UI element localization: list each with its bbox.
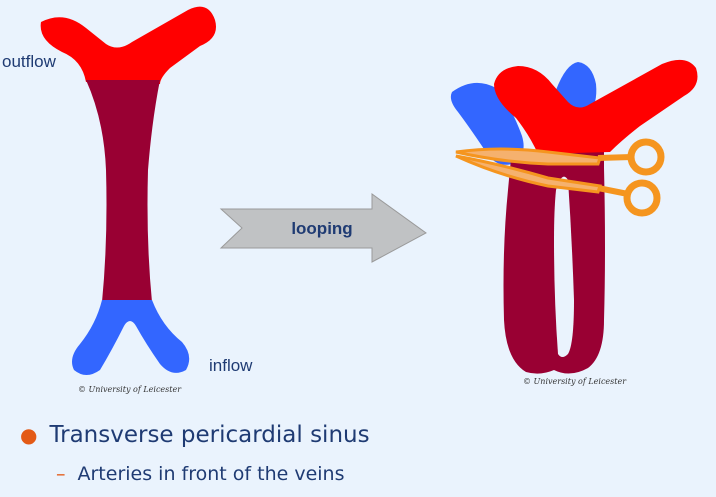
inflow-vein-left: [72, 300, 190, 375]
scissors-blade-upper: [455, 147, 603, 166]
straight-heart-tube: [40, 6, 217, 375]
outflow-artery-left: [40, 6, 217, 85]
inflow-label: inflow: [209, 356, 253, 375]
copyright-left: © University of Leicester: [78, 385, 182, 394]
outflow-label: outflow: [2, 52, 56, 71]
copyright-right: © University of Leicester: [523, 377, 627, 386]
outflow-artery-right: [494, 59, 698, 155]
tube-body-left: [86, 80, 160, 302]
looped-heart-tube: [450, 59, 698, 374]
orange-dot-icon: ●: [20, 423, 38, 447]
loop-inner-gap: [554, 176, 574, 357]
scissors-handle-upper: [627, 138, 665, 176]
looping-arrow: [219, 193, 427, 263]
bullet-main-text: Transverse pericardial sinus: [49, 422, 370, 448]
orange-dash-icon: –: [56, 463, 66, 485]
bullet-sub: –Arteries in front of the veins: [56, 463, 345, 485]
looping-label: looping: [291, 219, 353, 238]
bullet-sub-text: Arteries in front of the veins: [77, 463, 345, 485]
scissors-handle-lower: [623, 179, 661, 217]
bullet-main: ● Transverse pericardial sinus: [20, 422, 370, 448]
scissors-icon: [455, 138, 665, 217]
scissors-shank: [597, 154, 633, 197]
